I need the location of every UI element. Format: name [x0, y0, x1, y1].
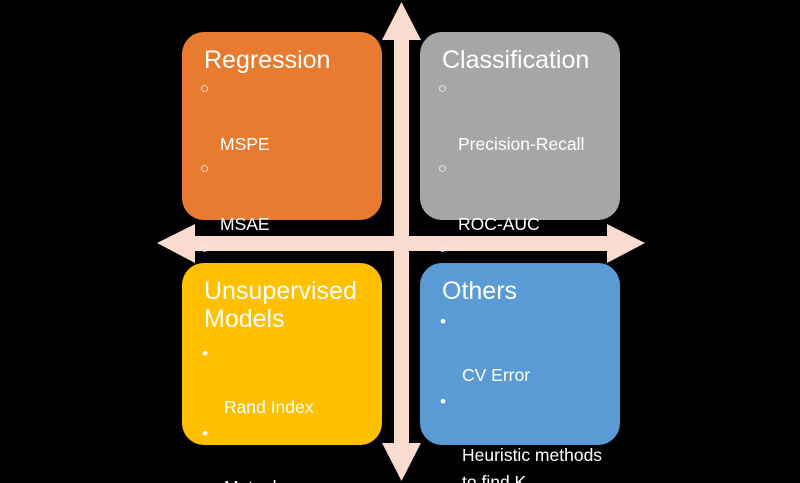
hollow-circle-bullet-icon: ○	[200, 80, 210, 97]
axis-center-junction	[394, 236, 409, 251]
quadrant-unsupervised-models-title: Unsupervised Models	[204, 277, 357, 333]
list-item: ○ MSAE	[198, 158, 366, 238]
list-item: • CV Error	[436, 309, 604, 389]
list-item: • Heuristic methods to find K	[436, 389, 604, 483]
hollow-circle-bullet-icon: ○	[438, 239, 448, 257]
list-item: ○ Precision-Recall	[436, 78, 604, 158]
hollow-circle-bullet-icon: ○	[200, 239, 210, 257]
list-item-label: Mutual Information	[224, 477, 312, 483]
dot-bullet-icon: •	[202, 423, 208, 443]
quadrant-others[interactable]: Others • CV Error • Heuristic methods to…	[420, 263, 620, 483]
quadrant-others-title: Others	[442, 277, 518, 305]
arrow-down-icon	[382, 242, 421, 481]
quadrant-unsupervised-models-list: • Rand Index • Mutual Information	[198, 341, 366, 483]
list-item-label: Heuristic methods to find K	[462, 444, 603, 483]
list-item-label: MSPE	[220, 134, 270, 155]
quadrant-classification-title: Classification	[442, 46, 590, 74]
list-item-label: Rand Index	[224, 397, 314, 418]
hollow-circle-bullet-icon: ○	[438, 80, 448, 97]
arrow-up-icon	[382, 2, 421, 241]
quadrant-classification[interactable]: Classification ○ Precision-Recall ○ ROC-…	[420, 32, 620, 394]
quadrant-regression[interactable]: Regression ○ MSPE ○ MSAE ○ R Square ○ Ad…	[182, 32, 382, 394]
hollow-circle-bullet-icon: ○	[200, 159, 210, 177]
hollow-circle-bullet-icon: ○	[438, 159, 448, 177]
list-item: ○ ROC-AUC	[436, 158, 604, 238]
dot-bullet-icon: •	[202, 344, 208, 363]
list-item: • Rand Index	[198, 341, 366, 421]
dot-bullet-icon: •	[440, 391, 446, 411]
dot-bullet-icon: •	[440, 312, 446, 331]
quadrant-regression-title: Regression	[204, 46, 331, 74]
quadrant-others-list: • CV Error • Heuristic methods to find K…	[436, 309, 604, 483]
list-item: ○ MSPE	[198, 78, 366, 158]
list-item-label: CV Error	[462, 365, 531, 386]
list-item-label: Precision-Recall	[458, 134, 585, 155]
list-item-label: ROC-AUC	[458, 213, 540, 234]
quadrant-unsupervised-models[interactable]: Unsupervised Models • Rand Index • Mutua…	[182, 263, 382, 483]
list-item-label: MSAE	[220, 213, 270, 234]
list-item: • Mutual Information	[198, 421, 366, 483]
